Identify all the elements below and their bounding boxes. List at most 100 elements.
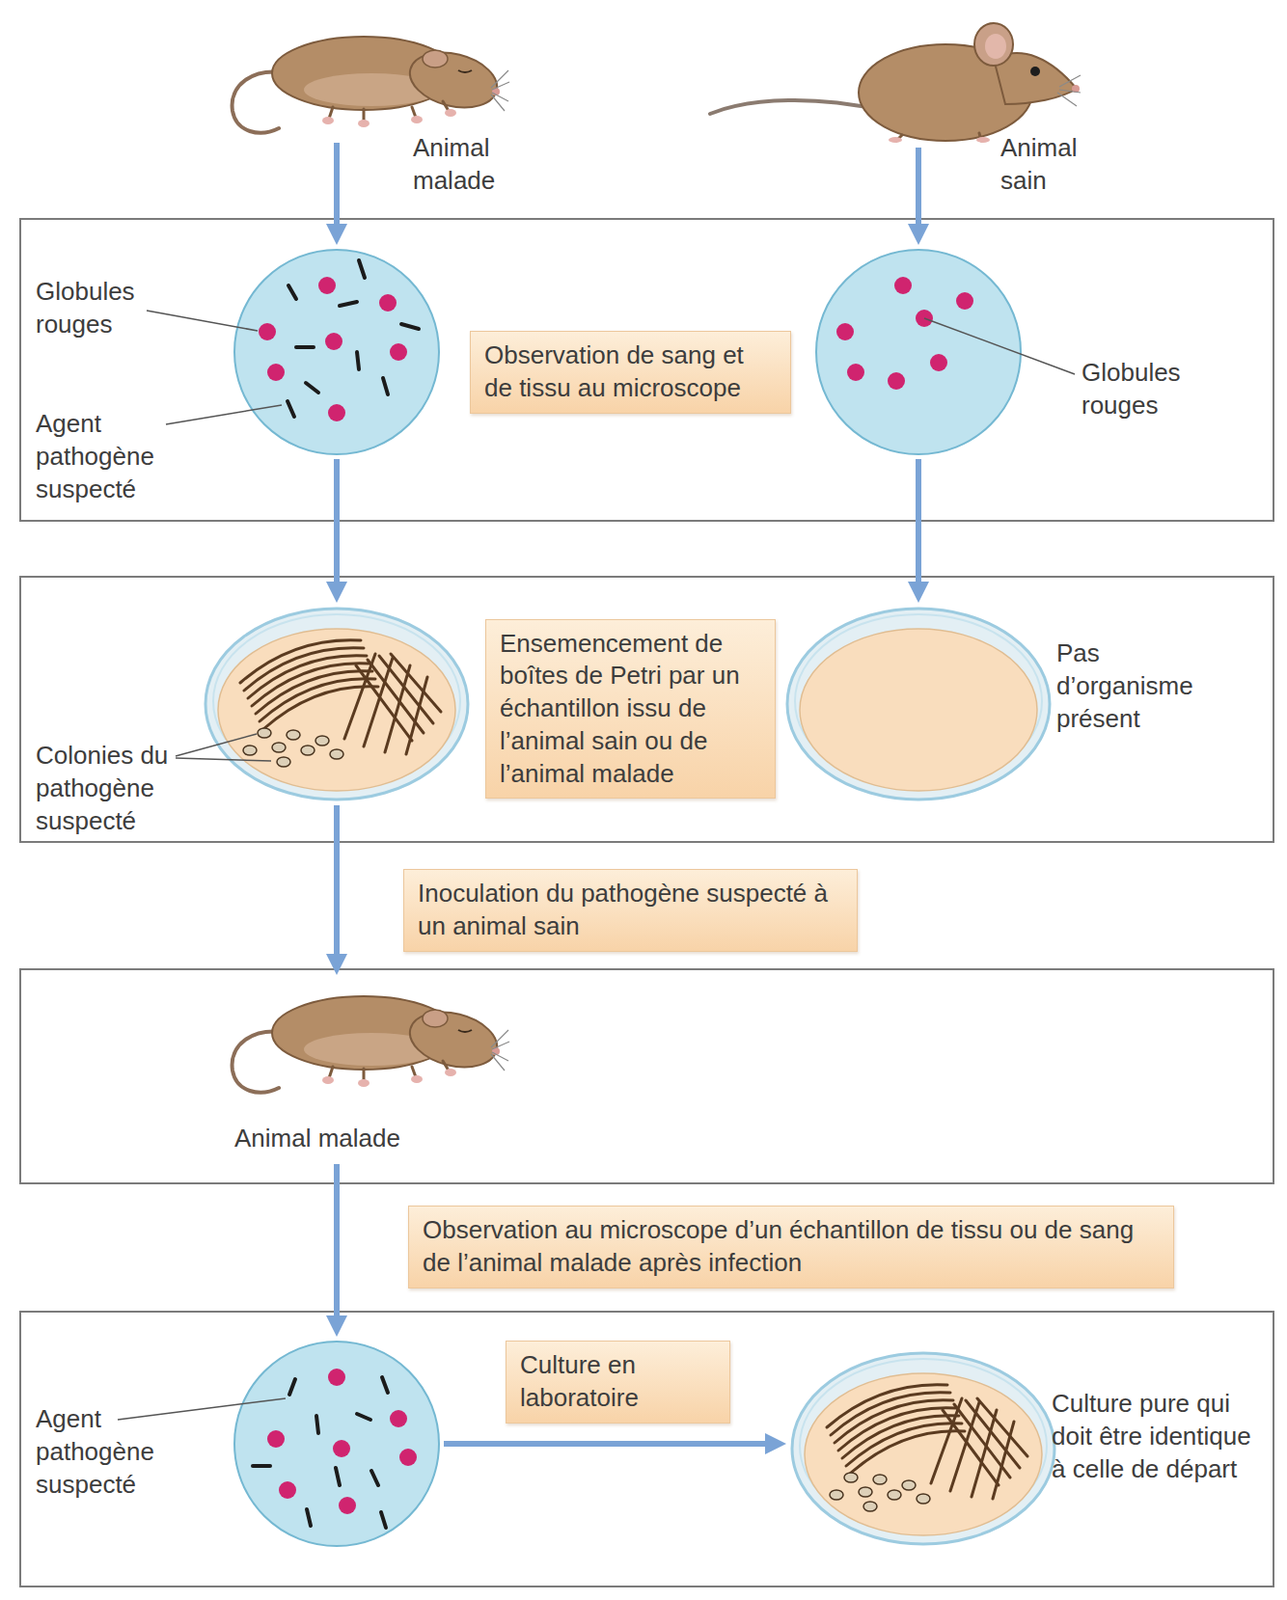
- microscope-view: [318, 276, 336, 295]
- microscope-view: [328, 1369, 346, 1387]
- microscope-view: [930, 354, 948, 372]
- leader-line: [175, 758, 272, 762]
- step-text: Observation au microscope d’un échantill…: [422, 1214, 1160, 1281]
- healthy-mouse: [1057, 75, 1081, 107]
- microscope-view: [234, 1341, 439, 1547]
- microscope-view: [356, 352, 359, 370]
- sick-mouse: [232, 36, 510, 134]
- microscope-view: [288, 285, 297, 300]
- flow-arrow: [333, 805, 340, 964]
- sick-mouse: Animal malade: [219, 20, 511, 138]
- microscope-view: [379, 294, 397, 312]
- microscope-view: [305, 383, 319, 393]
- petri-dish: Culture pure qui doit être identique à c…: [791, 1354, 1056, 1544]
- microscope-view: [389, 343, 408, 361]
- flow-arrow: [443, 1441, 775, 1448]
- microscope-view: [339, 301, 357, 306]
- step-band: [20, 1312, 1274, 1588]
- microscope-view: [389, 1410, 408, 1428]
- petri-dish: Pas d’organisme présent: [788, 607, 1049, 801]
- petri-dish: [205, 608, 468, 800]
- microscope-view: [316, 1416, 319, 1434]
- microscope-view: [328, 404, 346, 422]
- microscope-view: [816, 249, 1021, 455]
- microscope-view: [234, 249, 439, 455]
- microscope-view: [234, 1341, 439, 1547]
- healthy-mouse: [985, 33, 1007, 59]
- healthy-mouse: [896, 133, 982, 141]
- microscope-view: [287, 401, 295, 417]
- microscope-view: [296, 345, 314, 350]
- microscope-view: [381, 1512, 386, 1529]
- callout-label: Agent pathogène suspecté: [35, 1403, 195, 1502]
- step-text: Ensemencement de boîtes de Petri par un …: [499, 628, 762, 792]
- microscope-view: [338, 1497, 356, 1515]
- microscope-view: [306, 1509, 311, 1527]
- leader-line: [175, 734, 257, 757]
- flow-arrow: [333, 142, 340, 234]
- microscope-view: [258, 323, 276, 341]
- microscope-view: [894, 276, 912, 295]
- petri-dish: [205, 608, 468, 800]
- petri-dish: [792, 1353, 1055, 1545]
- microscope-view: [267, 363, 285, 382]
- petri-dish: [799, 629, 1038, 792]
- microscope-view: [836, 276, 974, 390]
- microscope-view: [887, 372, 905, 390]
- flow-arrow: [333, 1164, 340, 1326]
- healthy-mouse: [976, 136, 990, 143]
- microscope-view: [289, 1379, 296, 1396]
- step-band: [20, 969, 1274, 1184]
- microscope-view: [335, 1468, 340, 1486]
- microscope-view: [325, 332, 343, 351]
- petri-dish: Colonies du pathogène suspecté: [206, 607, 467, 801]
- callout-label: Animal sain: [1000, 132, 1109, 198]
- healthy-mouse: [1030, 66, 1041, 77]
- callout-label: Culture pure qui doit être identique à c…: [1051, 1388, 1264, 1486]
- healthy-mouse: Animal sain: [704, 15, 1082, 143]
- microscope-view: [267, 1430, 285, 1449]
- callout-label: Pas d’organisme présent: [1056, 637, 1221, 736]
- healthy-mouse: [710, 23, 1081, 143]
- sick-mouse: [232, 36, 510, 134]
- step-band: [20, 219, 1274, 1588]
- microscope-view: [847, 363, 865, 382]
- step-box: Inoculation du pathogène suspecté à un a…: [403, 869, 858, 953]
- callout-label: Globules rouges: [1081, 356, 1217, 423]
- callout-label: Agent pathogène suspecté: [35, 408, 195, 506]
- microscope-view: [258, 276, 408, 422]
- sick-mouse: [232, 996, 510, 1094]
- microscope-view: [287, 260, 419, 417]
- step-box: Observation au microscope d’un échantill…: [408, 1205, 1175, 1289]
- step-text: Culture en laboratoire: [520, 1349, 716, 1416]
- step-box: Culture en laboratoire: [505, 1341, 731, 1424]
- microscope-view: [371, 1471, 379, 1486]
- leader-line: [924, 318, 1075, 375]
- microscope-view: [252, 1464, 271, 1469]
- callout-label: Animal malade: [412, 132, 521, 198]
- microscope-view: [358, 260, 365, 278]
- microscope-view: [956, 292, 974, 310]
- sick-mouse: [232, 996, 510, 1094]
- microscope-view: [383, 378, 388, 395]
- microscope-view: [278, 1481, 297, 1500]
- healthy-mouse: [710, 100, 880, 114]
- callout-label: Globules rouges: [35, 275, 171, 342]
- leader-line: [117, 1398, 286, 1421]
- microscope-view: [836, 323, 854, 341]
- flow-arrow: [333, 459, 340, 592]
- step-box: Observation de sang et de tissu au micro…: [469, 330, 792, 414]
- sick-mouse: Animal malade: [219, 980, 511, 1160]
- callout-label: Animal malade: [234, 1122, 476, 1156]
- healthy-mouse: [974, 23, 1014, 66]
- microscope-view: [382, 1377, 388, 1394]
- microscope-view: [356, 1414, 371, 1421]
- step-band: [20, 219, 1274, 521]
- petri-dish: [787, 608, 1050, 800]
- step-text: Observation de sang et de tissu au micro…: [484, 339, 777, 406]
- petri-dish: [787, 608, 1050, 800]
- step-text: Inoculation du pathogène suspecté à un a…: [417, 877, 844, 944]
- microscope-view: Globules rougesAgent pathogène suspecté: [234, 249, 439, 455]
- healthy-mouse: [888, 136, 903, 143]
